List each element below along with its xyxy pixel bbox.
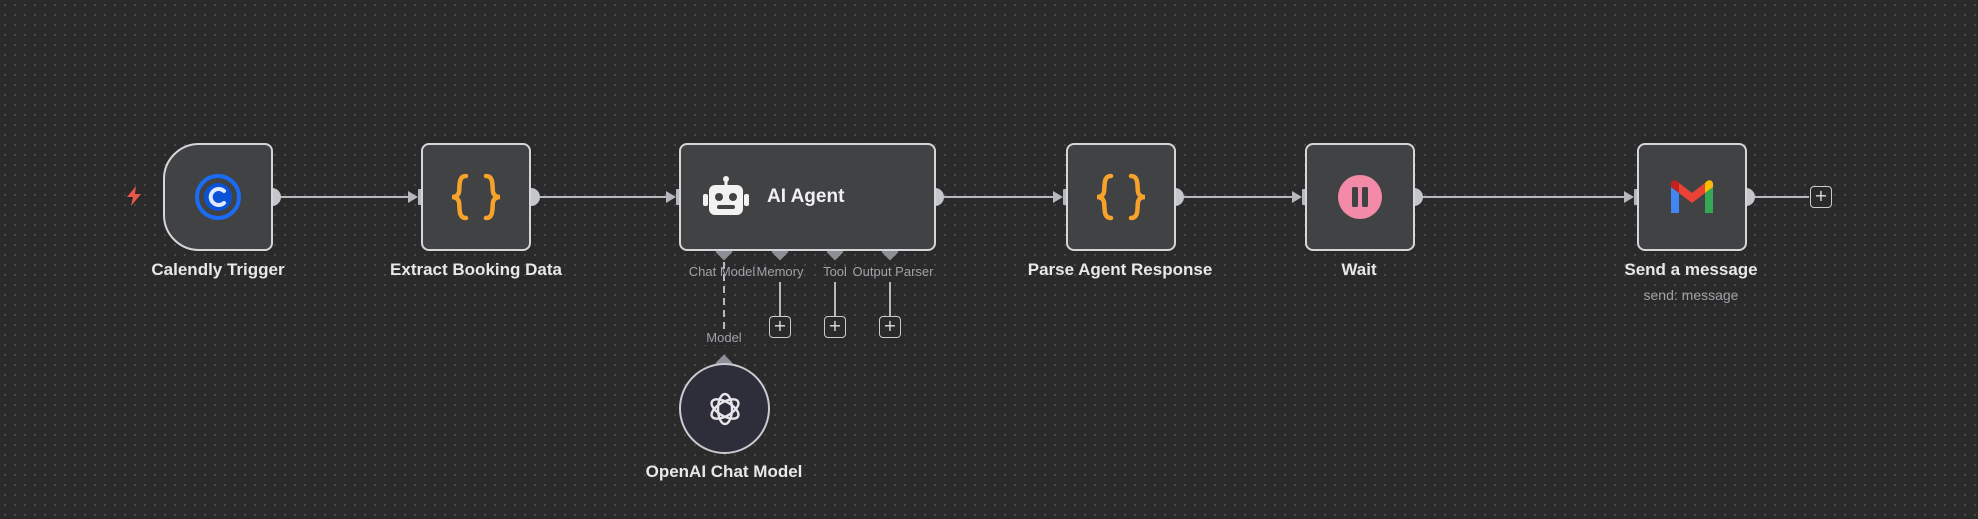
calendly-icon <box>195 174 241 220</box>
arrowhead <box>1624 191 1634 203</box>
node-send-message[interactable] <box>1637 143 1747 251</box>
add-tool-button[interactable]: + <box>824 316 846 338</box>
robot-icon <box>703 176 749 215</box>
code-braces-icon <box>1096 173 1146 221</box>
arrowhead <box>666 191 676 203</box>
port-label-output-parser: Output Parser <box>852 264 934 279</box>
node-ai-agent[interactable]: AI Agent <box>679 143 936 251</box>
port-label-chat-model: Chat Model <box>688 264 756 279</box>
pause-icon <box>1338 175 1382 219</box>
node-wait[interactable] <box>1305 143 1415 251</box>
add-next-node-button[interactable]: + <box>1810 186 1832 208</box>
node-parse-agent-response[interactable] <box>1066 143 1176 251</box>
node-label-parse: Parse Agent Response <box>1027 260 1213 279</box>
node-calendly-trigger[interactable] <box>163 143 273 251</box>
node-subtitle-send-message: send: message <box>1643 287 1739 303</box>
openai-icon <box>709 392 740 425</box>
agent-title: AI Agent <box>767 186 845 207</box>
port-label-tool: Tool <box>823 264 847 279</box>
node-label-extract: Extract Booking Data <box>390 260 562 279</box>
port-label-memory: Memory <box>756 264 804 279</box>
arrowhead <box>1053 191 1063 203</box>
arrowhead <box>408 191 418 203</box>
code-braces-icon <box>451 173 501 221</box>
node-label-wait: Wait <box>1341 260 1377 279</box>
node-extract-booking-data[interactable] <box>421 143 531 251</box>
node-label-send-message: Send a message <box>1624 260 1758 279</box>
add-output-parser-button[interactable]: + <box>879 316 901 338</box>
node-label-calendly: Calendly Trigger <box>151 260 285 279</box>
model-connection-label: Model <box>704 330 744 345</box>
node-openai-chat-model[interactable] <box>679 363 770 454</box>
node-label-openai: OpenAI Chat Model <box>645 462 803 481</box>
lightning-bolt-icon <box>127 186 141 206</box>
arrowhead <box>1292 191 1302 203</box>
gmail-icon <box>1671 180 1713 213</box>
add-memory-button[interactable]: + <box>769 316 791 338</box>
